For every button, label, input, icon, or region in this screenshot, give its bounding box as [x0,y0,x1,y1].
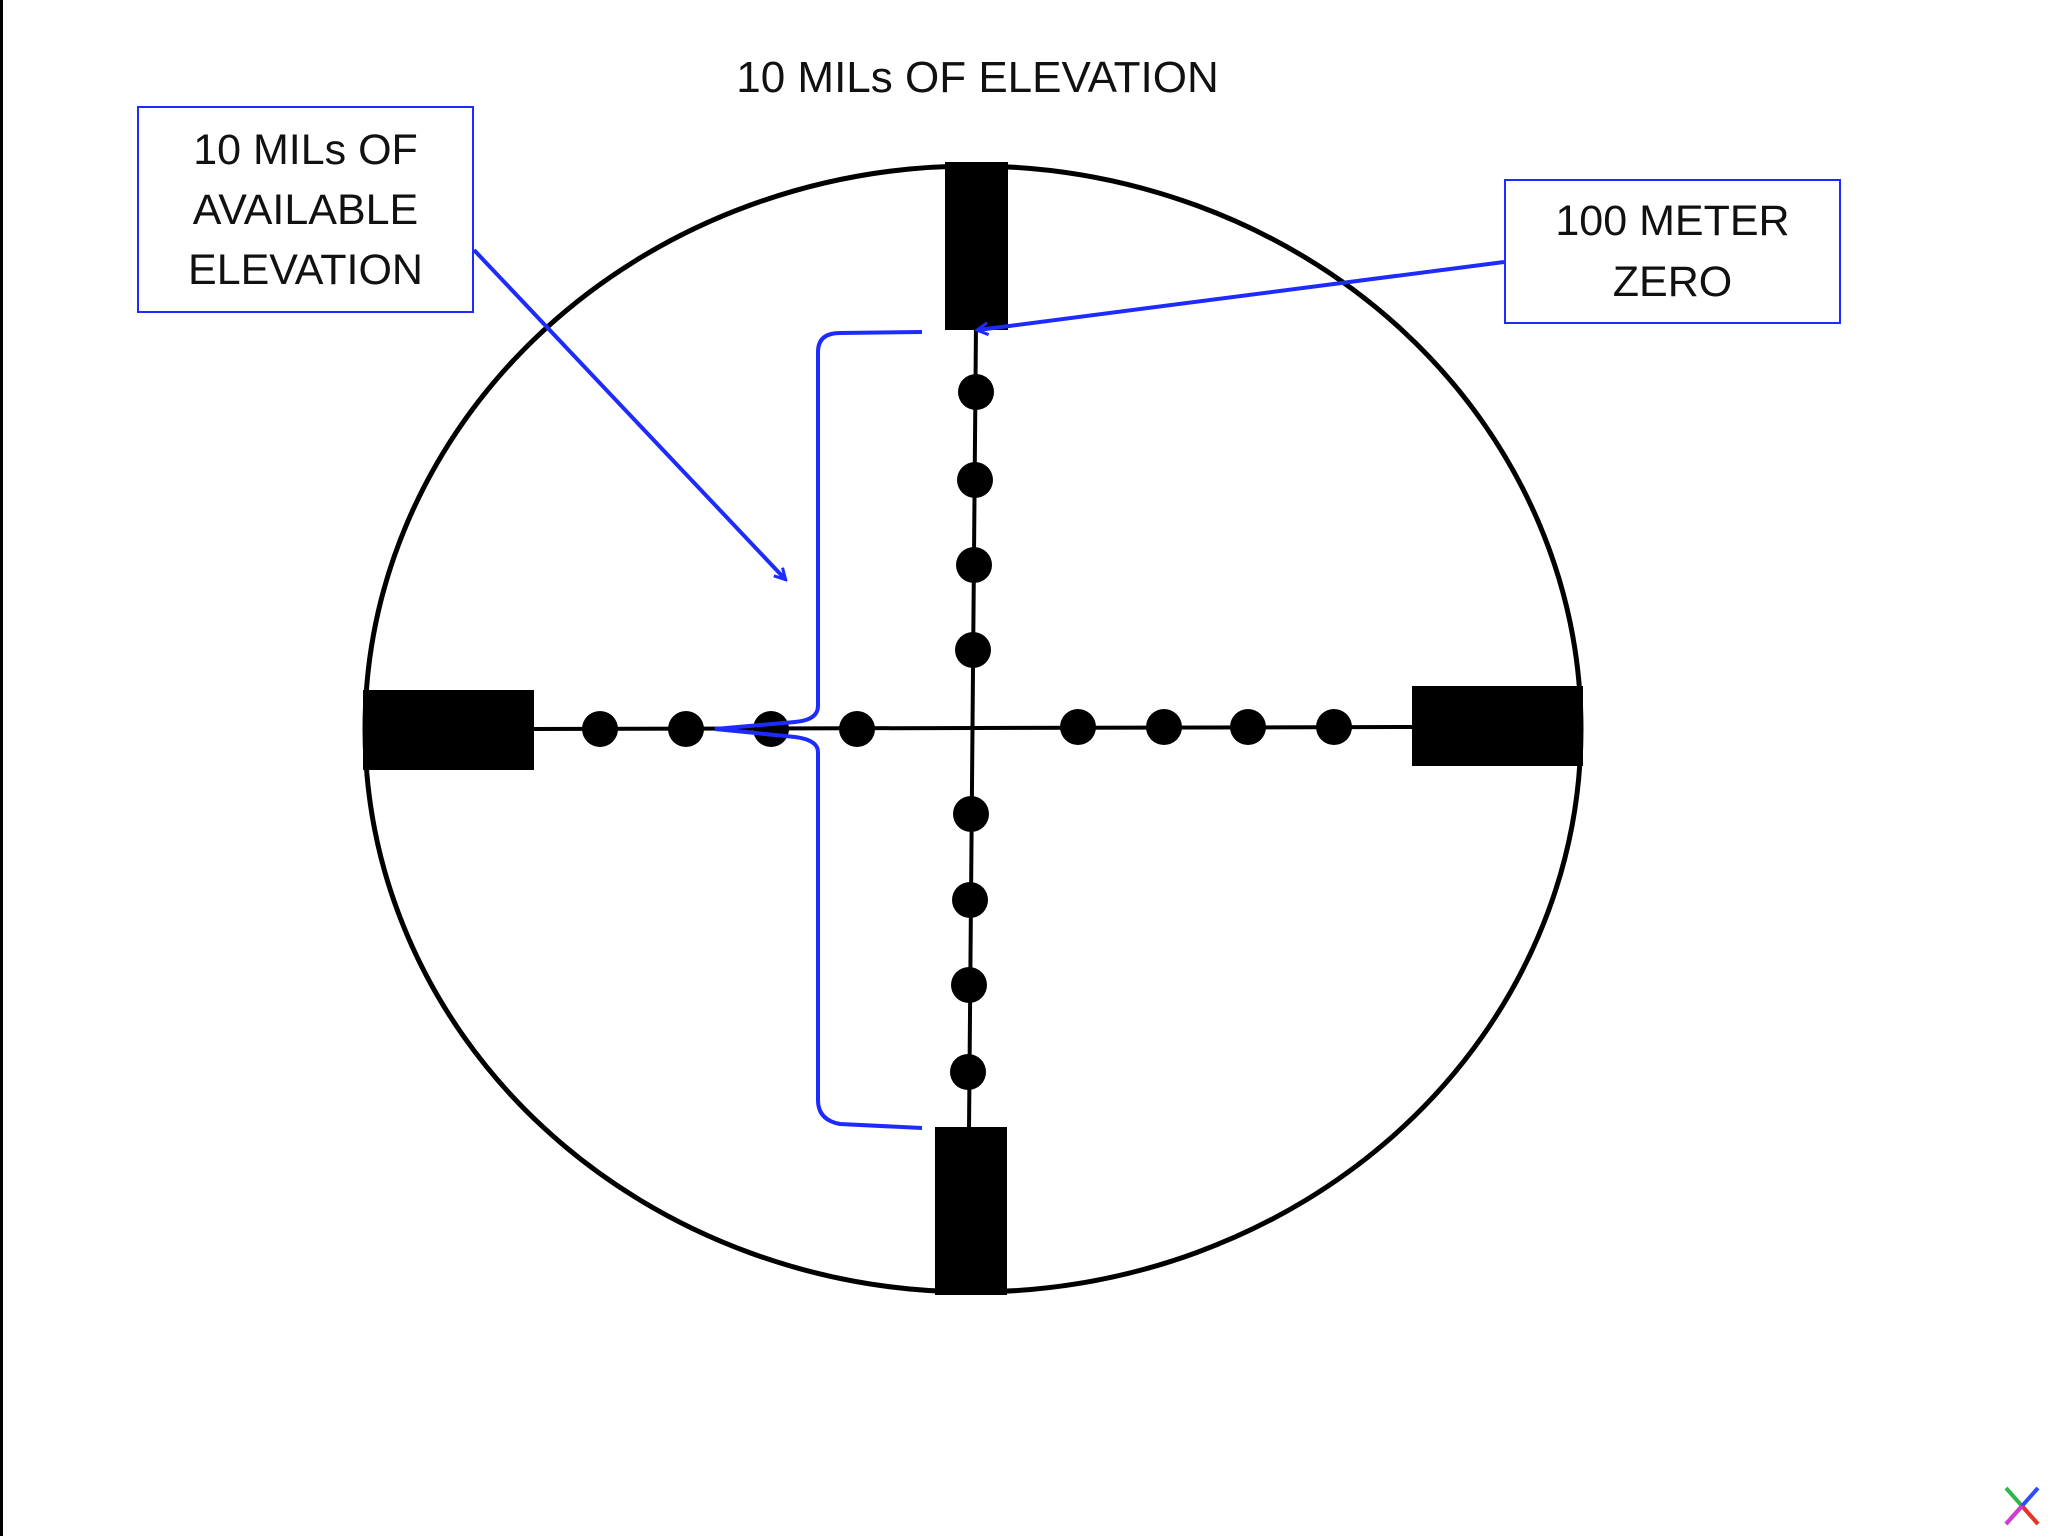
callout-available-elevation: 10 MILs OF AVAILABLE ELEVATION [137,106,474,313]
callout-available-elevation-text: 10 MILs OF AVAILABLE ELEVATION [188,125,423,294]
available-elevation-arrow [472,248,785,579]
callout-100-meter-zero: 100 METER ZERO [1504,179,1841,324]
mil-dot-top-1 [958,374,994,410]
mil-dot-bottom-3 [951,967,987,1003]
mil-dot-left-2 [668,711,704,747]
mil-dot-bottom-2 [952,882,988,918]
zero-arrow [978,260,1505,330]
post-right [1412,686,1583,766]
post-bottom [935,1127,1007,1295]
mil-dot-top-4 [955,632,991,668]
mil-dot-right-4 [1316,709,1352,745]
mil-dot-top-3 [956,547,992,583]
mil-dot-left-1 [582,711,618,747]
mil-dot-right-2 [1146,709,1182,745]
mil-dots [582,374,1352,1090]
mil-dot-bottom-4 [950,1054,986,1090]
post-left [363,690,534,770]
mil-dot-right-3 [1230,709,1266,745]
left-border [0,0,3,1536]
mil-dot-left-3 [753,711,789,747]
diagram-title: 10 MILs OF ELEVATION [736,53,1219,102]
post-top [945,162,1008,330]
elevation-bracket [714,330,923,1130]
x-logo-icon [2004,1486,2040,1526]
mil-dot-right-1 [1060,709,1096,745]
mil-dot-bottom-1 [953,796,989,832]
callout-zero-text: 100 METER ZERO [1555,196,1790,306]
mil-dot-top-2 [957,462,993,498]
mil-dot-left-4 [839,711,875,747]
